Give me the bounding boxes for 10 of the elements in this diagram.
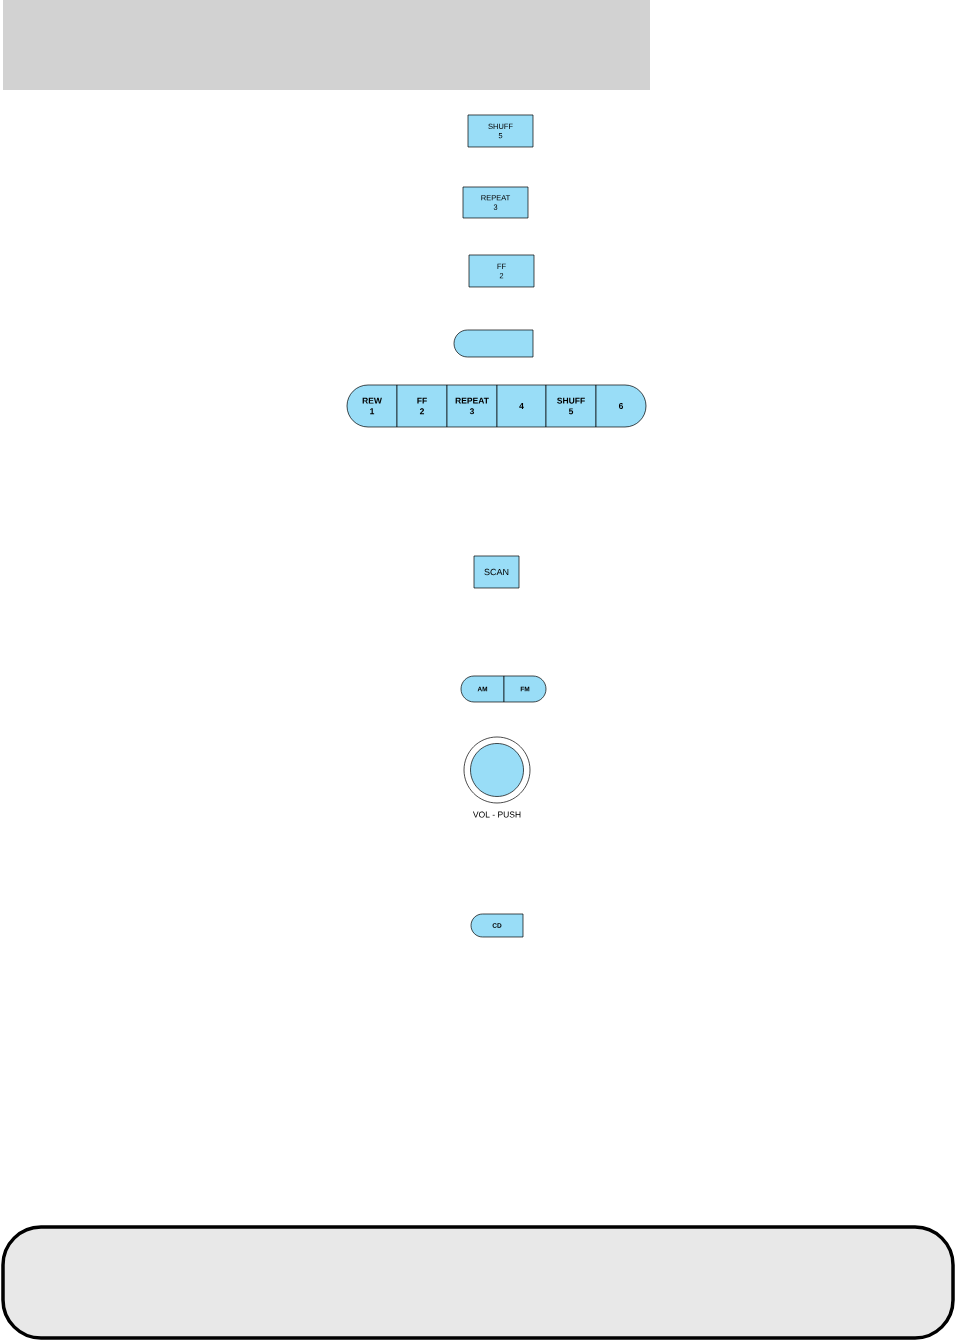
scan-button: SCAN: [473, 555, 520, 589]
preset-button: FF 2: [396, 384, 448, 428]
preset-button: 4: [496, 384, 547, 428]
preset-button: SHUFF 5: [545, 384, 597, 428]
volume-knob: [463, 736, 531, 804]
preset-button: 6: [595, 384, 647, 428]
preset-button: REPEAT 3: [446, 384, 498, 428]
knob-label: VOL - PUSH: [472, 811, 521, 818]
preset-button: REW 1: [346, 384, 398, 428]
blank-button: [453, 329, 534, 358]
